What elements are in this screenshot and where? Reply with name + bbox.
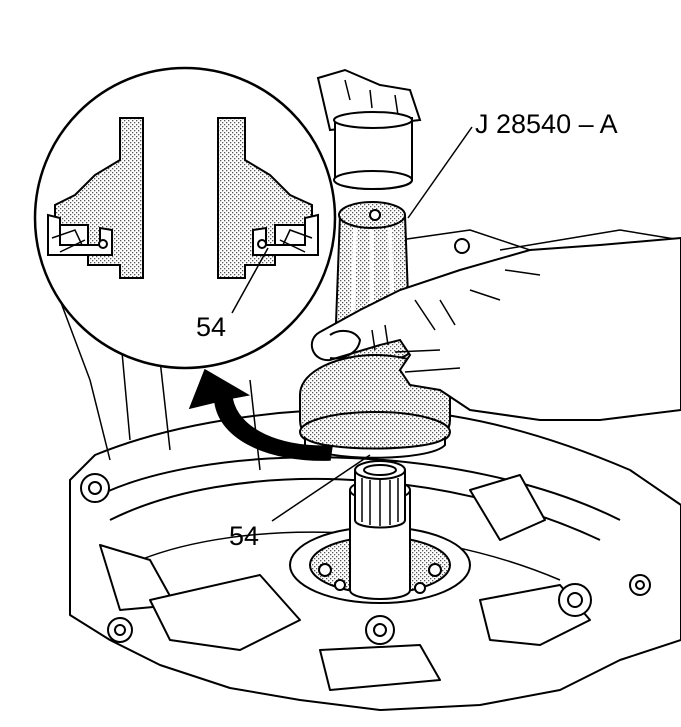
leader-seal-detail — [231, 247, 269, 314]
hammer — [316, 68, 422, 190]
case-bolts — [80, 238, 651, 645]
seal-detail-callout: 54 — [196, 312, 227, 342]
leader-tool — [407, 126, 473, 219]
tool-callout: J 28540 – A — [475, 109, 618, 139]
detail-view — [33, 66, 337, 370]
seal-main-callout: 54 — [229, 521, 260, 551]
shaft-hub — [289, 460, 471, 604]
leader-lines — [231, 126, 473, 522]
hand — [310, 236, 681, 421]
direction-arrow — [188, 368, 333, 461]
leader-seal-main — [271, 454, 371, 522]
